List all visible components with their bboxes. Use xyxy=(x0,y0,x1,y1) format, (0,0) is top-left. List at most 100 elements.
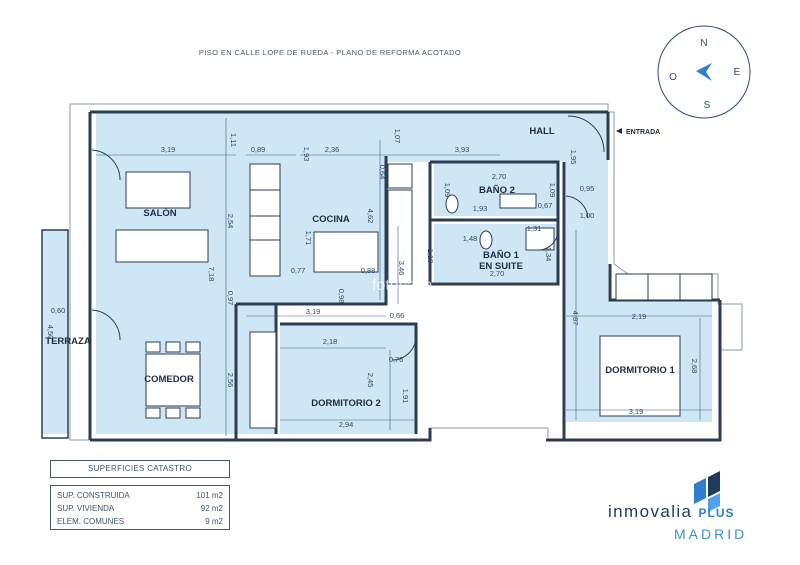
chair-6 xyxy=(185,407,201,419)
dim-label: 1,93 xyxy=(302,147,311,162)
dim-label: 4,50 xyxy=(46,325,55,340)
dim-label: 0,66 xyxy=(390,311,405,320)
room-bano1-line2: EN SUITE xyxy=(479,261,523,272)
wc-bano1 xyxy=(479,230,493,250)
compass-north: N xyxy=(700,38,707,49)
bed-d1 xyxy=(599,335,681,417)
dim-label: 0,77 xyxy=(291,266,306,275)
surface-value: 92 m2 xyxy=(200,504,223,513)
room-dormitorio2: DORMITORIO 2 xyxy=(311,398,381,409)
dim-label: 1,11 xyxy=(229,133,238,147)
armchair xyxy=(115,229,209,263)
kitchen-counter xyxy=(249,163,281,277)
dim-label: 2,54 xyxy=(226,214,235,229)
logo-plus: PLUS xyxy=(698,506,735,520)
walls xyxy=(88,110,722,442)
room-bano2: BAÑO 2 xyxy=(479,185,515,196)
surfaces-heading: SUPERFICIES CATASTRO xyxy=(50,460,230,478)
surface-row: ELEM. COMUNES 9 m2 xyxy=(57,515,223,528)
terraza-railing xyxy=(41,229,69,439)
room-hall: HALL xyxy=(529,126,555,137)
dim-label: 1,09 xyxy=(548,183,557,198)
kitchen-run xyxy=(387,189,413,285)
surface-label: SUP. CONSTRUIDA xyxy=(57,491,130,500)
entrada-arrow-icon xyxy=(616,128,622,134)
floor-dormitorio2 xyxy=(280,324,416,434)
dim-label: 0,60 xyxy=(51,306,66,315)
dim-label: 0,88 xyxy=(361,266,376,275)
dim-label: 4,87 xyxy=(571,311,580,326)
dim-label: 2,19 xyxy=(632,312,647,321)
dimension-labels: 3,19 0,89 2,36 3,93 2,70 0,95 1,93 0,67 … xyxy=(46,129,699,429)
wardrobe-d1 xyxy=(615,273,713,301)
room-terraza: TERRAZA xyxy=(45,336,91,347)
plan-title: PISO EN CALLE LOPE DE RUEDA - PLANO DE R… xyxy=(198,48,462,57)
room-comedor: COMEDOR xyxy=(144,374,194,385)
dim-label: 1,48 xyxy=(463,234,478,243)
chair-2 xyxy=(165,341,181,353)
dim-label: 0,97 xyxy=(226,291,235,306)
surface-row: SUP. CONSTRUIDA 101 m2 xyxy=(57,489,223,502)
dim-label: 3,19 xyxy=(306,307,321,316)
room-bano1-line1: BAÑO 1 xyxy=(483,250,520,261)
dim-label: 2,56 xyxy=(226,373,235,388)
compass: N E S O xyxy=(657,25,751,119)
dim-label: 3,46 xyxy=(397,261,406,276)
sofa xyxy=(125,171,191,209)
dim-label: 1,34 xyxy=(544,247,553,262)
dim-label: 1,09 xyxy=(443,183,452,198)
dim-label: 2,18 xyxy=(323,337,338,346)
dim-label: 7,18 xyxy=(207,267,216,282)
surfaces-table: SUP. CONSTRUIDA 101 m2 SUP. VIVIENDA 92 … xyxy=(50,485,230,530)
dim-label: 0,89 xyxy=(251,145,266,154)
dim-label: 1,95 xyxy=(569,150,578,165)
compass-east: E xyxy=(734,67,741,78)
dim-label: 3,19 xyxy=(161,145,176,154)
dim-label: 2,45 xyxy=(366,373,375,388)
dim-label: 3,19 xyxy=(629,407,644,416)
surface-label: SUP. VIVIENDA xyxy=(57,504,115,513)
room-cocina: COCINA xyxy=(312,214,350,225)
dim-label: 1,71 xyxy=(304,231,313,246)
dim-label: 2,94 xyxy=(339,420,354,429)
surface-value: 101 m2 xyxy=(196,491,223,500)
doors xyxy=(91,115,605,361)
surface-value: 9 m2 xyxy=(205,517,223,526)
sink-bano2 xyxy=(499,193,537,209)
floor-hall xyxy=(386,112,608,162)
floor-terraza xyxy=(42,230,68,434)
logo-city: MADRID xyxy=(674,526,748,542)
dim-label: 1,00 xyxy=(580,211,595,220)
dim-label: 4,62 xyxy=(366,209,375,224)
fridge xyxy=(387,163,413,189)
dim-label: 1,31 xyxy=(527,224,542,233)
dim-label: 0,95 xyxy=(580,184,595,193)
logo-mark-icon xyxy=(694,471,720,512)
dim-label: 2,68 xyxy=(690,359,699,374)
dim-label: 0,76 xyxy=(389,355,404,364)
dining-table xyxy=(145,353,201,407)
compass-south: S xyxy=(704,100,711,111)
dim-label: 1,93 xyxy=(473,204,488,213)
chair-3 xyxy=(185,341,201,353)
chair-1 xyxy=(145,341,161,353)
dim-label: 1,18 xyxy=(426,249,435,264)
dimension-lines xyxy=(96,118,712,436)
furniture xyxy=(115,163,713,429)
wardrobe-d2 xyxy=(249,331,277,429)
compass-west: O xyxy=(669,72,677,83)
room-dormitorio1: DORMITORIO 1 xyxy=(605,365,675,376)
surface-label: ELEM. COMUNES xyxy=(57,517,125,526)
dim-label: 3,93 xyxy=(455,145,470,154)
dim-label: 0,67 xyxy=(538,201,553,210)
logo-word: inmovalia xyxy=(608,502,693,521)
compass-arrow-icon xyxy=(696,63,712,81)
dim-label: 0,64 xyxy=(378,165,387,180)
chair-5 xyxy=(165,407,181,419)
chair-4 xyxy=(145,407,161,419)
dim-label: 0,98 xyxy=(337,289,346,304)
dim-label: 1,91 xyxy=(401,389,410,404)
logo-wordmark: inmovalia PLUS xyxy=(608,502,735,522)
dim-label: 2,70 xyxy=(492,172,507,181)
